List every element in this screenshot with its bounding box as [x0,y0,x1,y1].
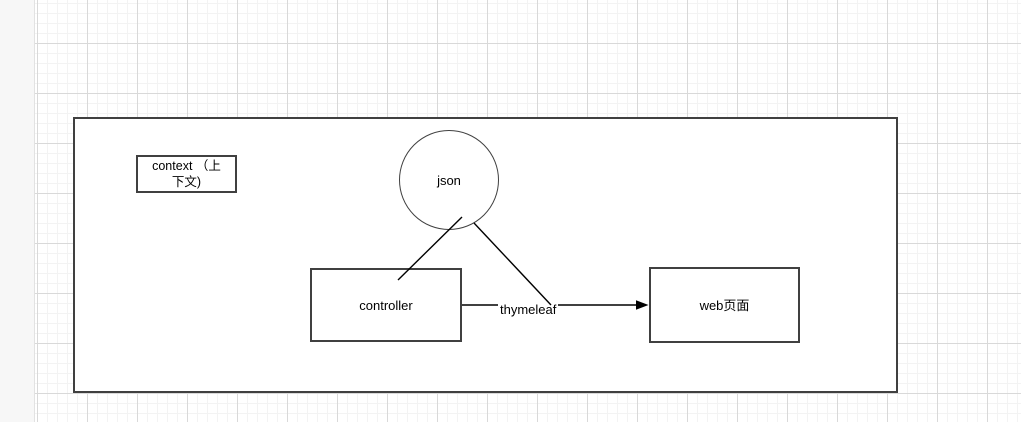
shape-context[interactable]: context （上 下文) [136,155,237,193]
shape-controller-label: controller [359,297,413,313]
shape-json[interactable]: json [399,130,499,230]
shape-context-label: context （上 下文) [152,159,221,189]
shape-json-label: json [437,172,461,188]
edge-label-thymeleaf[interactable]: thymeleaf [498,302,559,317]
shape-webpage-label: web页面 [699,297,750,313]
shape-webpage[interactable]: web页面 [649,267,800,343]
shape-controller[interactable]: controller [310,268,462,342]
left-panel-edge [0,0,35,422]
